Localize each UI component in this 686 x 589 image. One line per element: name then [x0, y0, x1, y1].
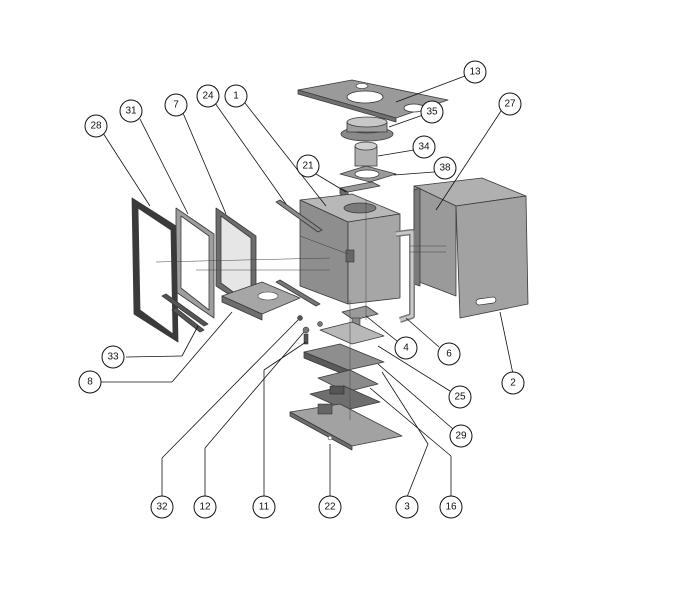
callout-label-16: 16 [445, 502, 457, 513]
part-grate [221, 279, 321, 321]
part-flue-flange [339, 165, 397, 183]
part-firebox-body [299, 193, 401, 305]
parts-layer [131, 79, 529, 451]
leader-21 [315, 173, 347, 193]
callout-16: 16 [439, 495, 463, 519]
callout-24: 24 [196, 84, 220, 108]
leader-33b [181, 325, 199, 357]
leader-6 [405, 317, 440, 348]
callout-33: 33 [101, 345, 125, 369]
leader-8b [171, 311, 233, 383]
callout-label-11: 11 [259, 502, 270, 513]
leader-24 [214, 102, 287, 205]
leader-13 [395, 75, 466, 103]
callout-34: 34 [412, 135, 436, 159]
leader-2 [499, 311, 514, 375]
callout-25: 25 [448, 385, 472, 409]
callout-label-28: 28 [90, 121, 102, 132]
callout-label-21: 21 [302, 161, 314, 172]
callout-4: 4 [394, 336, 418, 360]
callout-label-35: 35 [426, 107, 438, 118]
callout-27: 27 [498, 92, 522, 116]
callout-31: 31 [119, 99, 143, 123]
leader-12b [204, 331, 305, 449]
callout-11: 11 [252, 495, 276, 519]
leader-31 [139, 118, 189, 215]
part-fasteners [297, 315, 323, 345]
part-flue-collar [340, 116, 394, 142]
part-gasket-frame [131, 197, 179, 343]
callout-3: 3 [395, 495, 419, 519]
callout-label-6: 6 [446, 349, 452, 360]
callout-22: 22 [318, 495, 342, 519]
callout-label-32: 32 [156, 502, 168, 513]
leader-16b [369, 387, 452, 457]
callout-label-25: 25 [454, 392, 466, 403]
callout-label-33: 33 [107, 352, 119, 363]
callout-2: 2 [501, 371, 525, 395]
part-mechanism [309, 369, 381, 411]
callout-label-13: 13 [469, 67, 481, 78]
callout-label-2: 2 [510, 378, 516, 389]
callout-label-3: 3 [404, 502, 410, 513]
callout-7: 7 [164, 93, 188, 117]
callout-label-27: 27 [504, 99, 516, 110]
callout-32: 32 [150, 495, 174, 519]
callout-layer: 13 27 35 34 38 21 7 24 1 31 28 33 8 4 6 … [78, 60, 525, 519]
callout-label-38: 38 [439, 163, 451, 174]
part-small-bars [161, 293, 209, 333]
callout-label-4: 4 [403, 343, 409, 354]
leader-11b [263, 341, 307, 371]
part-slide-plates [303, 321, 385, 377]
leader-38 [393, 171, 435, 176]
callout-6: 6 [437, 342, 461, 366]
leader-32b [161, 319, 299, 459]
leader-7 [182, 112, 227, 215]
callout-label-34: 34 [418, 142, 430, 153]
leader-3 [406, 443, 429, 498]
callout-label-31: 31 [125, 106, 137, 117]
leader-25 [377, 345, 451, 392]
callout-label-8: 8 [87, 377, 93, 388]
leader-1 [244, 102, 327, 207]
callout-28: 28 [84, 114, 108, 138]
leader-27 [435, 110, 502, 211]
callout-label-7: 7 [173, 100, 179, 111]
leader-3b [381, 371, 429, 445]
callout-1: 1 [224, 84, 248, 108]
callout-label-24: 24 [202, 91, 214, 102]
callout-label-29: 29 [455, 431, 467, 442]
callout-12: 12 [193, 495, 217, 519]
leader-33 [125, 355, 183, 358]
alignment-lines [155, 200, 446, 420]
part-top-plate [297, 79, 449, 123]
callout-label-22: 22 [324, 502, 336, 513]
callout-label-1: 1 [233, 91, 239, 102]
callout-29: 29 [449, 424, 473, 448]
part-outer-panel [455, 195, 529, 319]
callout-13: 13 [463, 60, 487, 84]
leader-29 [377, 363, 454, 430]
leader-35 [388, 114, 424, 128]
part-flue-pipe [354, 141, 378, 167]
part-rail-bar [275, 199, 323, 233]
callout-21: 21 [296, 154, 320, 178]
leader-34 [377, 149, 415, 157]
callout-label-12: 12 [199, 502, 211, 513]
callout-8: 8 [78, 370, 102, 394]
leader-lines [100, 75, 514, 498]
callout-35: 35 [420, 100, 444, 124]
leader-4 [365, 315, 398, 342]
part-base-plate [289, 403, 403, 451]
callout-38: 38 [433, 156, 457, 180]
leader-28 [102, 132, 151, 207]
part-inner-frame [175, 207, 215, 319]
